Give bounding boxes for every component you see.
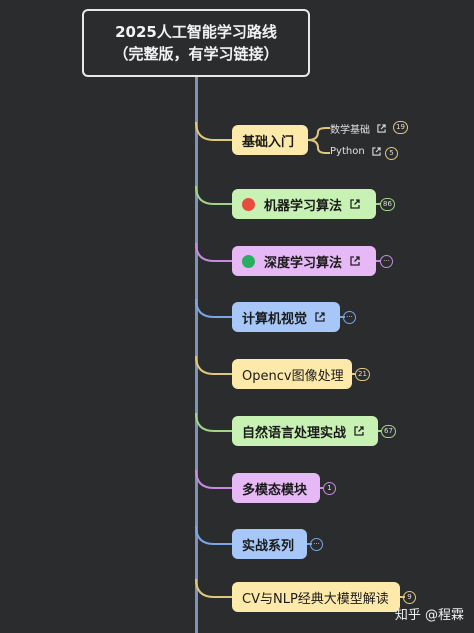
collapsed-children-badge[interactable]: ··· [310,538,323,551]
root-title-line1: 2025人工智能学习路线 [115,23,277,41]
external-link-icon[interactable] [377,124,386,133]
count-badge[interactable]: 9 [403,591,416,604]
root-title-line2: （完整版，有学习链接） [113,45,279,63]
node-label: 机器学习算法 [264,198,343,214]
count-badge[interactable]: 67 [381,425,396,438]
count-badge[interactable]: 19 [393,121,408,134]
watermark-text: 知乎 @程霖 [394,608,464,623]
sub-node-label: 数学基础 [330,125,370,136]
collapsed-children-badge[interactable]: ··· [343,311,356,324]
node-label: Opencv图像处理 [242,368,344,384]
sub-node-math[interactable]: 数学基础 [330,121,386,136]
external-link-icon[interactable] [350,199,360,209]
node-label: 多模态模块 [242,482,308,498]
red-status-dot-icon [242,197,255,211]
count-badge[interactable]: 86 [380,198,395,211]
count-badge[interactable]: 21 [355,368,370,381]
node-label: 实战系列 [242,538,295,554]
external-link-icon[interactable] [350,256,360,266]
node-machine-learning[interactable]: 机器学习算法 [232,189,376,219]
external-link-icon[interactable] [372,147,381,156]
node-label: 计算机视觉 [242,311,308,327]
node-practice-series[interactable]: 实战系列 [232,529,307,559]
sub-node-python[interactable]: Python [330,146,381,157]
count-badge[interactable]: 5 [385,147,398,160]
external-link-icon[interactable] [315,312,325,322]
node-multimodal[interactable]: 多模态模块 [232,473,320,503]
mindmap-spine [195,77,198,633]
collapsed-children-badge[interactable]: ··· [380,255,393,268]
green-status-dot-icon [242,254,255,268]
node-deep-learning[interactable]: 深度学习算法 [232,246,376,276]
node-label: 基础入门 [242,134,295,150]
external-link-icon[interactable] [354,426,364,436]
node-computer-vision[interactable]: 计算机视觉 [232,302,340,332]
count-badge[interactable]: 1 [323,482,336,495]
node-cv-nlp-models[interactable]: CV与NLP经典大模型解读 [232,582,400,612]
node-label: CV与NLP经典大模型解读 [242,591,389,607]
node-opencv[interactable]: Opencv图像处理 [232,359,352,389]
node-label: 自然语言处理实战 [242,425,347,441]
node-nlp[interactable]: 自然语言处理实战 [232,416,378,446]
root-title-box: 2025人工智能学习路线 （完整版，有学习链接） [82,9,310,77]
node-basic-intro[interactable]: 基础入门 [232,125,308,155]
sub-node-label: Python [330,146,365,157]
node-label: 深度学习算法 [264,255,343,271]
